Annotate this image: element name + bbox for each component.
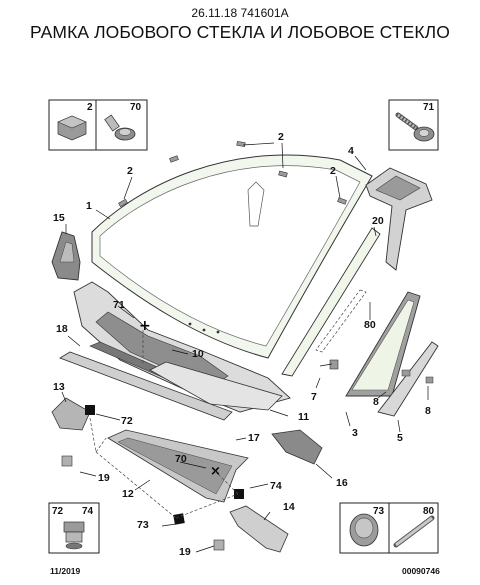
inset-part-number: 71 <box>423 102 435 113</box>
callout-label: 7 <box>311 391 317 403</box>
clip-19 <box>61 455 225 551</box>
callout-label: 16 <box>336 477 348 489</box>
inset-bottom-left <box>48 502 100 554</box>
screw-icon <box>395 112 435 142</box>
pillar-trim <box>281 227 381 377</box>
part-14 <box>229 505 289 553</box>
inset-top-right <box>388 99 439 151</box>
callout-label: 20 <box>372 215 384 227</box>
footer-reference: 00090746 <box>402 566 440 576</box>
lower-cowl <box>59 351 233 421</box>
inset-part-number: 72 <box>52 506 64 517</box>
callout-label: 18 <box>56 323 68 335</box>
callout-label: 80 <box>364 319 376 331</box>
inset-part-number: 2 <box>87 102 93 113</box>
callout-label: 1 <box>86 200 92 212</box>
callout-label: 73 <box>137 519 149 531</box>
callout-label: 8 <box>425 405 431 417</box>
callout-label: 10 <box>192 348 204 360</box>
inset-part-number: 74 <box>82 506 94 517</box>
inset-part-number: 73 <box>373 506 385 517</box>
seal-strip-icon <box>393 515 435 548</box>
callout-label: 70 <box>175 453 187 465</box>
footer-date: 11/2019 <box>50 566 81 576</box>
svg-text:+: + <box>139 318 151 334</box>
callout-label: 19 <box>98 472 110 484</box>
scuttle-tray <box>107 429 249 503</box>
callout-label: 5 <box>397 432 403 444</box>
round-cap-icon <box>349 513 379 547</box>
callout-label: 71 <box>113 299 125 311</box>
quarter-trim <box>377 341 439 417</box>
upper-bracket <box>365 167 433 271</box>
callout-label: 3 <box>352 427 358 439</box>
guide-lines <box>89 330 239 519</box>
inset-top-left <box>48 99 148 151</box>
callout-label: 2 <box>278 131 284 143</box>
document-code: 26.11.18 741601A <box>191 6 289 20</box>
leader-lines <box>61 142 429 553</box>
callout-label: 15 <box>53 212 65 224</box>
callout-label: 4 <box>348 145 354 157</box>
callout-label: 2 <box>127 165 133 177</box>
cowl-grille-right <box>149 361 283 411</box>
callout-label: 2 <box>330 165 336 177</box>
callout-label: 13 <box>53 381 65 393</box>
inset-bottom-right <box>339 502 439 554</box>
callout-label: 12 <box>122 488 134 500</box>
clip-icon <box>63 521 85 550</box>
callout-label: 19 <box>179 546 191 558</box>
bracket-16 <box>271 429 323 465</box>
callout-label: 11 <box>298 411 310 423</box>
windshield <box>91 154 373 359</box>
bracket-13 <box>51 397 91 431</box>
inset-part-number: 80 <box>423 506 435 517</box>
callout-label: 72 <box>121 415 133 427</box>
page-title: РАМКА ЛОБОВОГО СТЕКЛА И ЛОБОВОЕ СТЕКЛО <box>30 22 450 42</box>
callout-label: 14 <box>283 501 295 513</box>
left-bracket <box>51 231 81 281</box>
callout-label: 8 <box>373 396 379 408</box>
quarter-window <box>345 291 421 397</box>
callout-label: 74 <box>270 480 282 492</box>
inset-part-number: 70 <box>130 102 142 113</box>
screw-icon <box>104 114 136 141</box>
callout-label: 17 <box>248 432 260 444</box>
